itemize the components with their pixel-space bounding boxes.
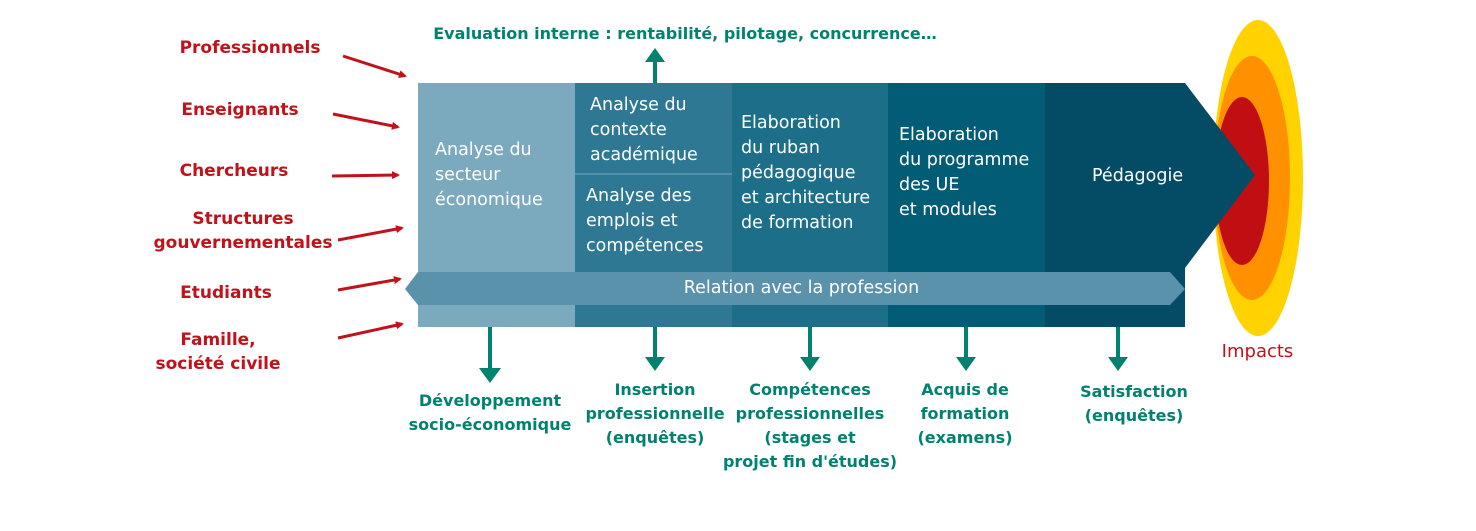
stage-pedagogie: Pédagogie [1092,166,1184,186]
output-competences: Compétences professionnelles (stages et … [722,380,898,471]
internal-evaluation-label: Evaluation interne : rentabilité, pilota… [433,24,937,43]
stakeholder-enseignants: Enseignants [181,100,299,120]
stage-analyse-contexte: Analyse du contexte académique [590,95,698,165]
relation-profession-label: Relation avec la profession [683,278,920,298]
stakeholder-structures-gouvernementales: Structures gouvernementales [153,209,333,253]
stakeholder-arrows [331,54,407,340]
stage-elaboration-programme: Elaboration du programme des UE et modul… [899,125,1030,220]
relation-band [405,272,1185,305]
stage-analyse-secteur: Analyse du secteur économique [435,140,543,210]
stakeholder-famille-societe-civile: Famille, société civile [155,330,281,374]
output-acquis: Acquis de formation (examens) [917,380,1013,447]
output-arrows [479,48,1128,383]
output-satisfaction: Satisfaction (enquêtes) [1080,382,1188,425]
stage-elaboration-ruban: Elaboration du ruban pédagogique et arch… [741,113,871,233]
stage-5-arrow [1045,83,1255,327]
stakeholder-professionnels: Professionnels [179,38,321,58]
stakeholder-chercheurs: Chercheurs [179,161,289,181]
stage-analyse-emplois: Analyse des emplois et compétences [586,186,704,256]
output-developpement: Développement socio-économique [408,391,572,434]
impacts-label: Impacts [1221,341,1294,362]
stakeholder-etudiants: Etudiants [180,283,272,303]
output-insertion: Insertion professionnelle (enquêtes) [585,380,725,447]
